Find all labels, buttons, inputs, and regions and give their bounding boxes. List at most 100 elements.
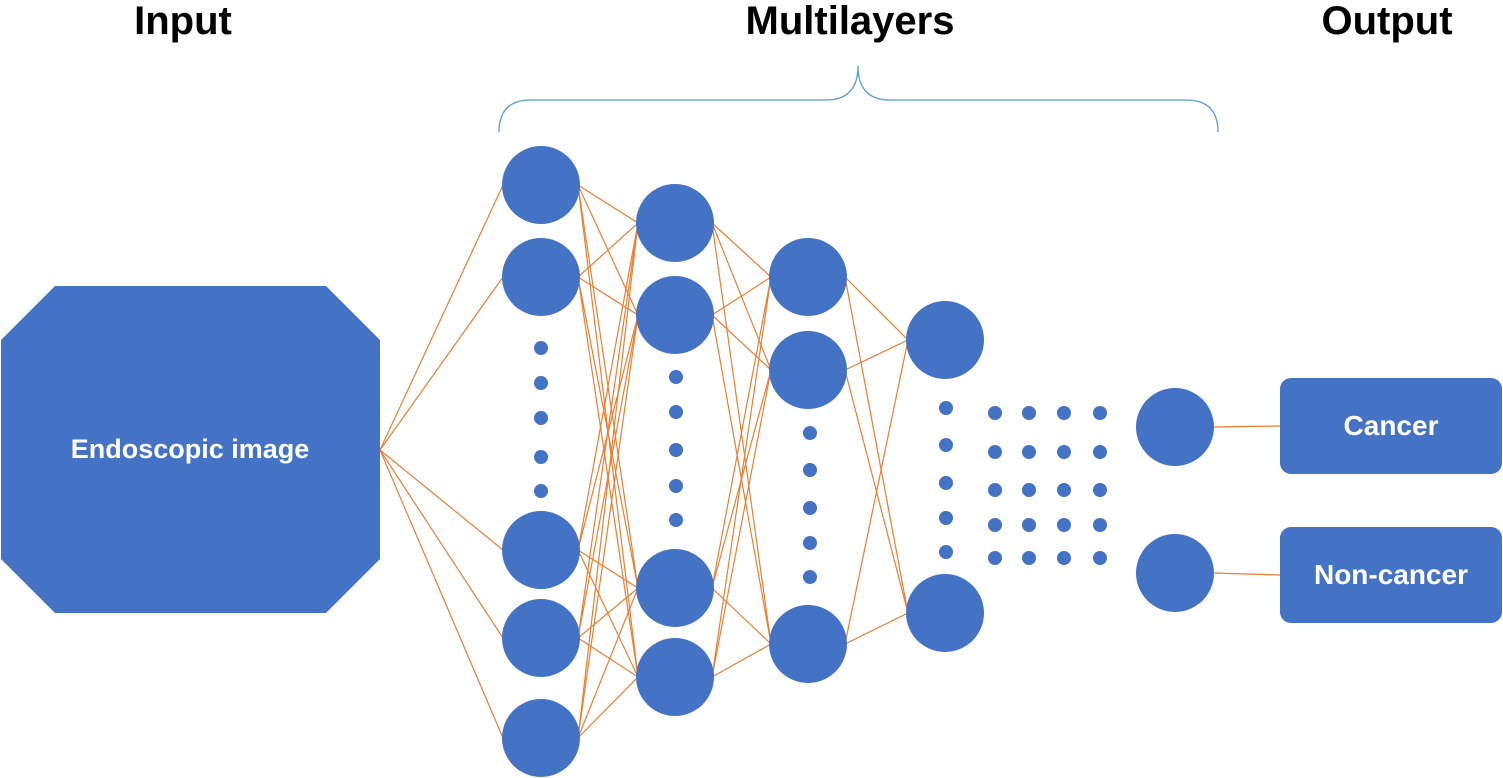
layer1-node-5	[502, 699, 580, 777]
layer1-node4-to-layer2-node3	[577, 676, 639, 739]
output-connection-1	[1212, 572, 1281, 576]
between-layers-dot-4-5	[1093, 551, 1107, 565]
input-connection-3	[379, 449, 504, 639]
layer1-node4-to-layer2-node1	[577, 314, 639, 739]
between-layers-dot-4-3	[1093, 483, 1107, 497]
layer1-node-2	[502, 238, 580, 316]
layer5-node-2	[1136, 534, 1214, 612]
between-layers-dot-2-1	[1022, 406, 1036, 420]
multilayers-bracket	[498, 65, 1219, 133]
between-layers-dot-2-5	[1022, 551, 1036, 565]
layer1-node1-to-layer2-node0	[577, 222, 639, 278]
between-layers-dot-2-3	[1022, 483, 1036, 497]
layer4-node-2	[906, 574, 984, 652]
layer3-node0-to-layer4-node0	[844, 276, 909, 341]
layer1-node-4	[502, 599, 580, 677]
layer4-ellipsis-dot-1	[939, 401, 953, 415]
layer1-node-1	[502, 146, 580, 224]
layer3-ellipsis-dot-4	[803, 536, 817, 550]
layer4-node-1	[906, 301, 984, 379]
layer1-ellipsis-dot-2	[534, 376, 548, 390]
layer1-node3-to-layer2-node3	[577, 637, 639, 678]
between-layers-dot-1-3	[988, 483, 1002, 497]
layer2-node-3	[636, 549, 714, 627]
network-nodes	[502, 146, 1214, 777]
layer2-ellipsis-dot-2	[669, 405, 683, 419]
between-layers-dot-1-2	[988, 445, 1002, 459]
between-layers-dot-1-4	[988, 518, 1002, 532]
connection-lines	[379, 184, 1281, 739]
output-label-cancer: Cancer	[1344, 410, 1439, 441]
input-heading: Input	[134, 0, 232, 43]
layer3-ellipsis-dot-5	[803, 570, 817, 584]
layer2-node-1	[636, 184, 714, 262]
layer3-node-3	[769, 605, 847, 683]
between-layers-dot-3-1	[1057, 406, 1071, 420]
layer1-node3-to-layer2-node2	[577, 587, 639, 639]
between-layers-dot-3-2	[1057, 445, 1071, 459]
layer1-node-3	[502, 511, 580, 589]
layer1-ellipsis-dot-3	[534, 411, 548, 425]
multilayers-heading: Multilayers	[746, 0, 955, 43]
layer5-node-1	[1136, 388, 1214, 466]
output-box-cancer	[1280, 378, 1502, 474]
input-node-label: Endoscopic image	[71, 434, 310, 464]
between-layers-dot-2-4	[1022, 518, 1036, 532]
layer1-node2-to-layer2-node0	[577, 222, 639, 551]
layer4-ellipsis-dot-4	[939, 511, 953, 525]
between-layers-dot-2-2	[1022, 445, 1036, 459]
layer3-node-1	[769, 238, 847, 316]
layer2-node0-to-layer3-node0	[711, 222, 772, 278]
output-box-non-cancer	[1280, 527, 1502, 623]
layer3-node2-to-layer4-node1	[844, 612, 909, 645]
output-label-non-cancer: Non-cancer	[1314, 559, 1468, 590]
between-layers-dot-3-3	[1057, 483, 1071, 497]
layer1-ellipsis-dot-5	[534, 484, 548, 498]
layer2-ellipsis-dot-3	[669, 443, 683, 457]
layer1-node4-to-layer2-node2	[577, 587, 639, 739]
layer2-node1-to-layer3-node0	[711, 276, 772, 316]
input-connection-4	[379, 449, 504, 739]
layer2-ellipsis-dot-5	[669, 513, 683, 527]
layer3-node2-to-layer4-node0	[844, 339, 909, 645]
layer1-node2-to-layer2-node2	[577, 549, 639, 589]
layer2-node-2	[636, 276, 714, 354]
between-layers-dot-4-4	[1093, 518, 1107, 532]
between-layers-dot-3-5	[1057, 551, 1071, 565]
layer4-ellipsis-dot-3	[939, 476, 953, 490]
input-connection-0	[379, 184, 504, 451]
input-connection-1	[379, 276, 504, 451]
layer1-ellipsis-dot-4	[534, 450, 548, 464]
layer4-ellipsis-dot-2	[939, 438, 953, 452]
input-node-octagon	[1, 286, 380, 613]
output-heading: Output	[1321, 0, 1452, 43]
input-connection-2	[379, 449, 504, 551]
layer3-ellipsis-dot-2	[803, 463, 817, 477]
layer2-node2-to-layer3-node0	[711, 276, 772, 589]
layer1-node4-to-layer2-node0	[577, 222, 639, 739]
layer4-ellipsis-dot-5	[939, 545, 953, 559]
layer3-node-2	[769, 331, 847, 409]
layer2-ellipsis-dot-1	[669, 370, 683, 384]
layer2-ellipsis-dot-4	[669, 479, 683, 493]
layer2-node3-to-layer3-node0	[711, 276, 772, 678]
layer3-node1-to-layer4-node0	[844, 339, 909, 371]
between-layers-dot-1-1	[988, 406, 1002, 420]
layer2-node-4	[636, 638, 714, 716]
layer3-ellipsis-dot-1	[803, 426, 817, 440]
layer2-node2-to-layer3-node2	[711, 587, 772, 645]
layer1-ellipsis-dot-1	[534, 341, 548, 355]
layer2-node3-to-layer3-node2	[711, 643, 772, 678]
between-layers-dot-1-5	[988, 551, 1002, 565]
output-connection-0	[1212, 425, 1281, 428]
between-layers-dot-4-1	[1093, 406, 1107, 420]
layer1-node0-to-layer2-node0	[577, 184, 639, 224]
ellipsis-dots	[534, 341, 1107, 584]
layer3-ellipsis-dot-3	[803, 501, 817, 515]
layer1-node3-to-layer2-node0	[577, 222, 639, 639]
layer2-node3-to-layer3-node1	[711, 369, 772, 678]
layer3-node0-to-layer4-node1	[844, 276, 909, 614]
between-layers-dot-4-2	[1093, 445, 1107, 459]
layer2-node1-to-layer3-node1	[711, 314, 772, 371]
